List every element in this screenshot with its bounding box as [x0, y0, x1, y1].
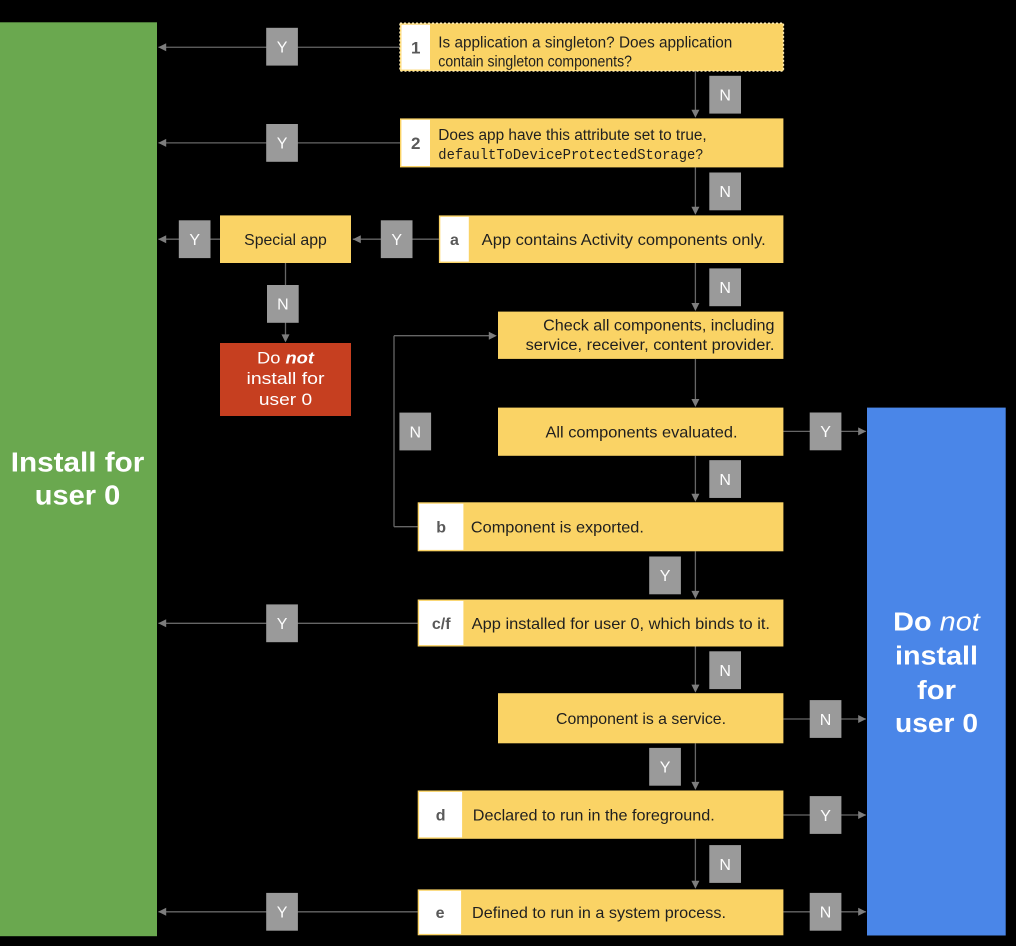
svg-text:defaultToDeviceProtectedStorag: defaultToDeviceProtectedStorage? [438, 148, 703, 164]
svg-text:user 0: user 0 [259, 390, 312, 409]
svg-text:Special app: Special app [244, 232, 327, 249]
svg-text:Y: Y [820, 424, 831, 441]
svg-text:Does app have this attribute s: Does app have this attribute set to true… [438, 127, 706, 144]
svg-text:App installed for user 0, whic: App installed for user 0, which binds to… [472, 616, 770, 633]
svg-text:N: N [277, 297, 289, 314]
svg-text:Y: Y [820, 808, 831, 825]
svg-text:c/f: c/f [432, 616, 451, 633]
svg-text:Y: Y [277, 905, 288, 922]
svg-text:user 0: user 0 [35, 479, 121, 510]
svg-text:Y: Y [189, 232, 200, 249]
svg-text:contain singleton components?: contain singleton components? [438, 53, 632, 70]
svg-text:N: N [820, 905, 832, 922]
svg-text:Do not: Do not [893, 609, 981, 637]
svg-text:e: e [436, 905, 445, 922]
svg-text:Is application a singleton? Do: Is application a singleton? Does applica… [438, 34, 732, 51]
svg-text:service, receiver, content pro: service, receiver, content provider. [526, 337, 775, 354]
svg-text:N: N [719, 472, 731, 489]
svg-text:Y: Y [277, 136, 288, 153]
svg-text:install for: install for [247, 369, 325, 388]
svg-text:Y: Y [391, 232, 402, 249]
svg-text:App contains Activity componen: App contains Activity components only. [482, 232, 766, 249]
svg-text:Do not: Do not [257, 349, 315, 368]
svg-text:Y: Y [660, 568, 671, 585]
svg-text:Component is a service.: Component is a service. [556, 711, 726, 728]
svg-text:Component is exported.: Component is exported. [471, 520, 644, 537]
svg-text:Install for: Install for [11, 446, 145, 477]
svg-text:N: N [719, 857, 731, 874]
svg-text:Defined to run in a system pro: Defined to run in a system process. [472, 905, 726, 922]
svg-text:N: N [719, 184, 731, 201]
svg-text:user 0: user 0 [895, 710, 978, 738]
svg-text:b: b [436, 520, 446, 537]
svg-text:Declared to run in the foregro: Declared to run in the foreground. [473, 807, 715, 824]
svg-text:2: 2 [411, 134, 420, 153]
svg-text:Y: Y [660, 760, 671, 777]
svg-text:d: d [436, 807, 446, 824]
svg-text:N: N [820, 712, 832, 729]
svg-text:N: N [719, 88, 731, 105]
svg-text:N: N [719, 280, 731, 297]
svg-text:Y: Y [277, 40, 288, 57]
svg-text:a: a [450, 232, 459, 249]
svg-text:All components evaluated.: All components evaluated. [546, 425, 738, 442]
svg-text:N: N [409, 424, 421, 441]
svg-text:install: install [895, 642, 978, 670]
svg-text:Y: Y [277, 616, 288, 633]
svg-text:N: N [719, 663, 731, 680]
svg-text:Check all components, includin: Check all components, including [543, 318, 774, 335]
svg-text:for: for [917, 677, 956, 705]
svg-text:1: 1 [411, 38, 420, 57]
